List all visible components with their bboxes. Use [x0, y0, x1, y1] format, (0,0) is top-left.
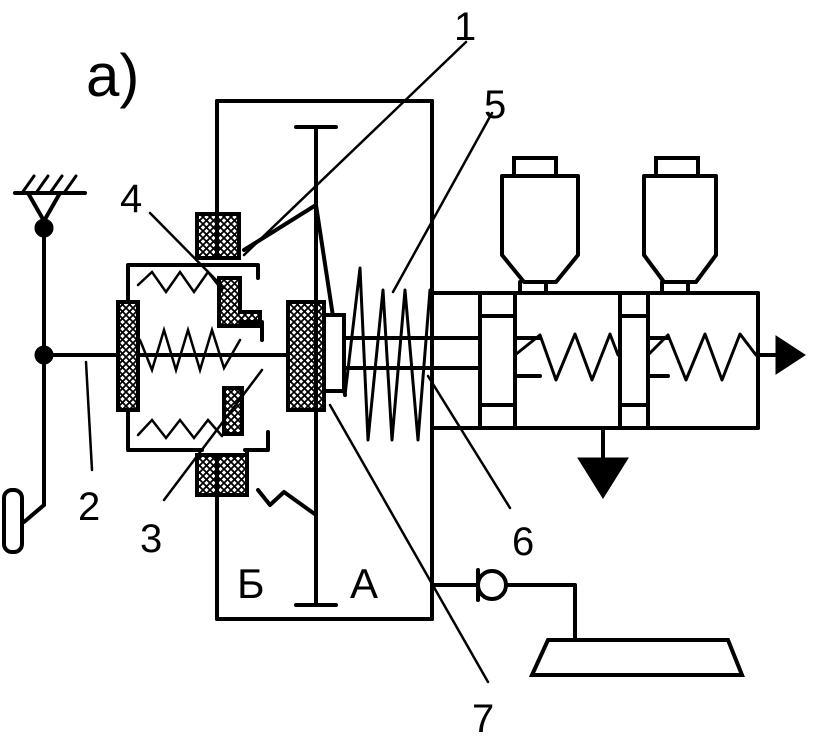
intake-manifold [528, 638, 745, 677]
reservoir-rear [642, 156, 718, 295]
valve-lower-spring [136, 417, 224, 441]
rod-piston-seal [116, 300, 140, 412]
callout-7: 7 [472, 697, 494, 741]
valve-element-3 [222, 386, 244, 436]
leader-lines [84, 40, 512, 684]
callout-6: 6 [512, 520, 534, 564]
master-cylinder [430, 291, 760, 430]
drain-arrow [577, 457, 629, 499]
callout-5: 5 [484, 83, 506, 127]
outlet-arrow [775, 335, 806, 375]
check-valve-line [430, 568, 577, 642]
chamber-label-a: А [350, 560, 378, 607]
reservoir-front [500, 156, 580, 295]
booster-body [215, 99, 434, 621]
figure-label: а) [86, 42, 139, 109]
ground-support [13, 174, 87, 238]
return-spring-5 [343, 266, 432, 442]
callout-1: 1 [454, 5, 476, 49]
lower-support-block [195, 453, 249, 497]
valve-housing [126, 215, 270, 499]
push-rod-plate [322, 313, 346, 393]
valve-return-spring [138, 325, 242, 375]
chamber-label-b: Б [237, 560, 265, 607]
callout-2: 2 [78, 485, 100, 529]
valve-element-4 [217, 276, 262, 328]
diaphragm-plate [286, 300, 326, 412]
callout-3: 3 [140, 517, 162, 561]
clutch-pedal-lever [2, 226, 54, 554]
valve-upper-spring [136, 269, 224, 295]
callout-4: 4 [120, 177, 142, 221]
